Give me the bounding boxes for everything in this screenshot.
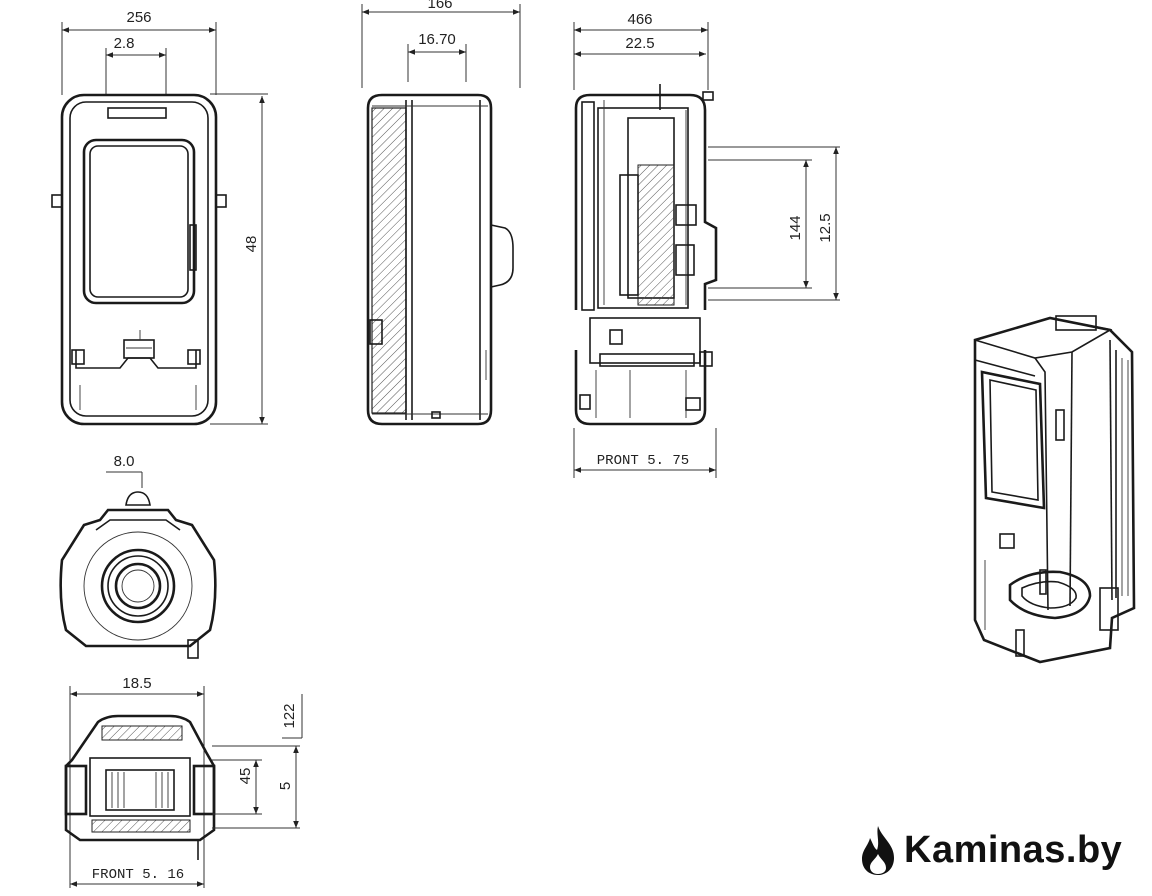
front-width-dim: 256 — [126, 9, 151, 26]
side-width-dim: 166 — [427, 0, 452, 12]
bottom-width-dim: 18.5 — [122, 675, 151, 692]
section-front-label: PRONT 5. 75 — [597, 453, 689, 469]
bottom-dim-b: 5 — [277, 782, 294, 790]
side-view: 166 16.70 — [361, 0, 521, 426]
isometric-view — [973, 315, 1136, 664]
front-height-dim: 48 — [243, 236, 260, 253]
front-top-dim: 2.8 — [114, 35, 135, 52]
brand-name: Kaminas.by — [904, 828, 1123, 871]
bottom-front-label: FRONT 5. 16 — [92, 867, 184, 883]
bottom-dim-right-top: 122 — [281, 703, 298, 728]
side-inner-dim: 16.70 — [418, 31, 456, 48]
flame-icon — [862, 826, 894, 875]
section-dim-b: 12.5 — [817, 213, 834, 242]
section-view: 466 22.5 144 12.5 — [573, 11, 840, 478]
top-view: 8.0 — [59, 453, 217, 659]
section-dim-a: 144 — [787, 215, 804, 240]
bottom-dim-a: 45 — [237, 768, 254, 785]
bottom-view: 18.5 122 45 5 FRONT 5. 16 — [64, 675, 303, 888]
top-dim: 8.0 — [114, 453, 135, 470]
section-inner-dim: 22.5 — [625, 35, 654, 52]
brand-logo[interactable]: Kaminas.by — [858, 820, 1122, 880]
section-width-dim: 466 — [627, 11, 652, 28]
front-view: 256 2.8 48 — [51, 9, 268, 426]
